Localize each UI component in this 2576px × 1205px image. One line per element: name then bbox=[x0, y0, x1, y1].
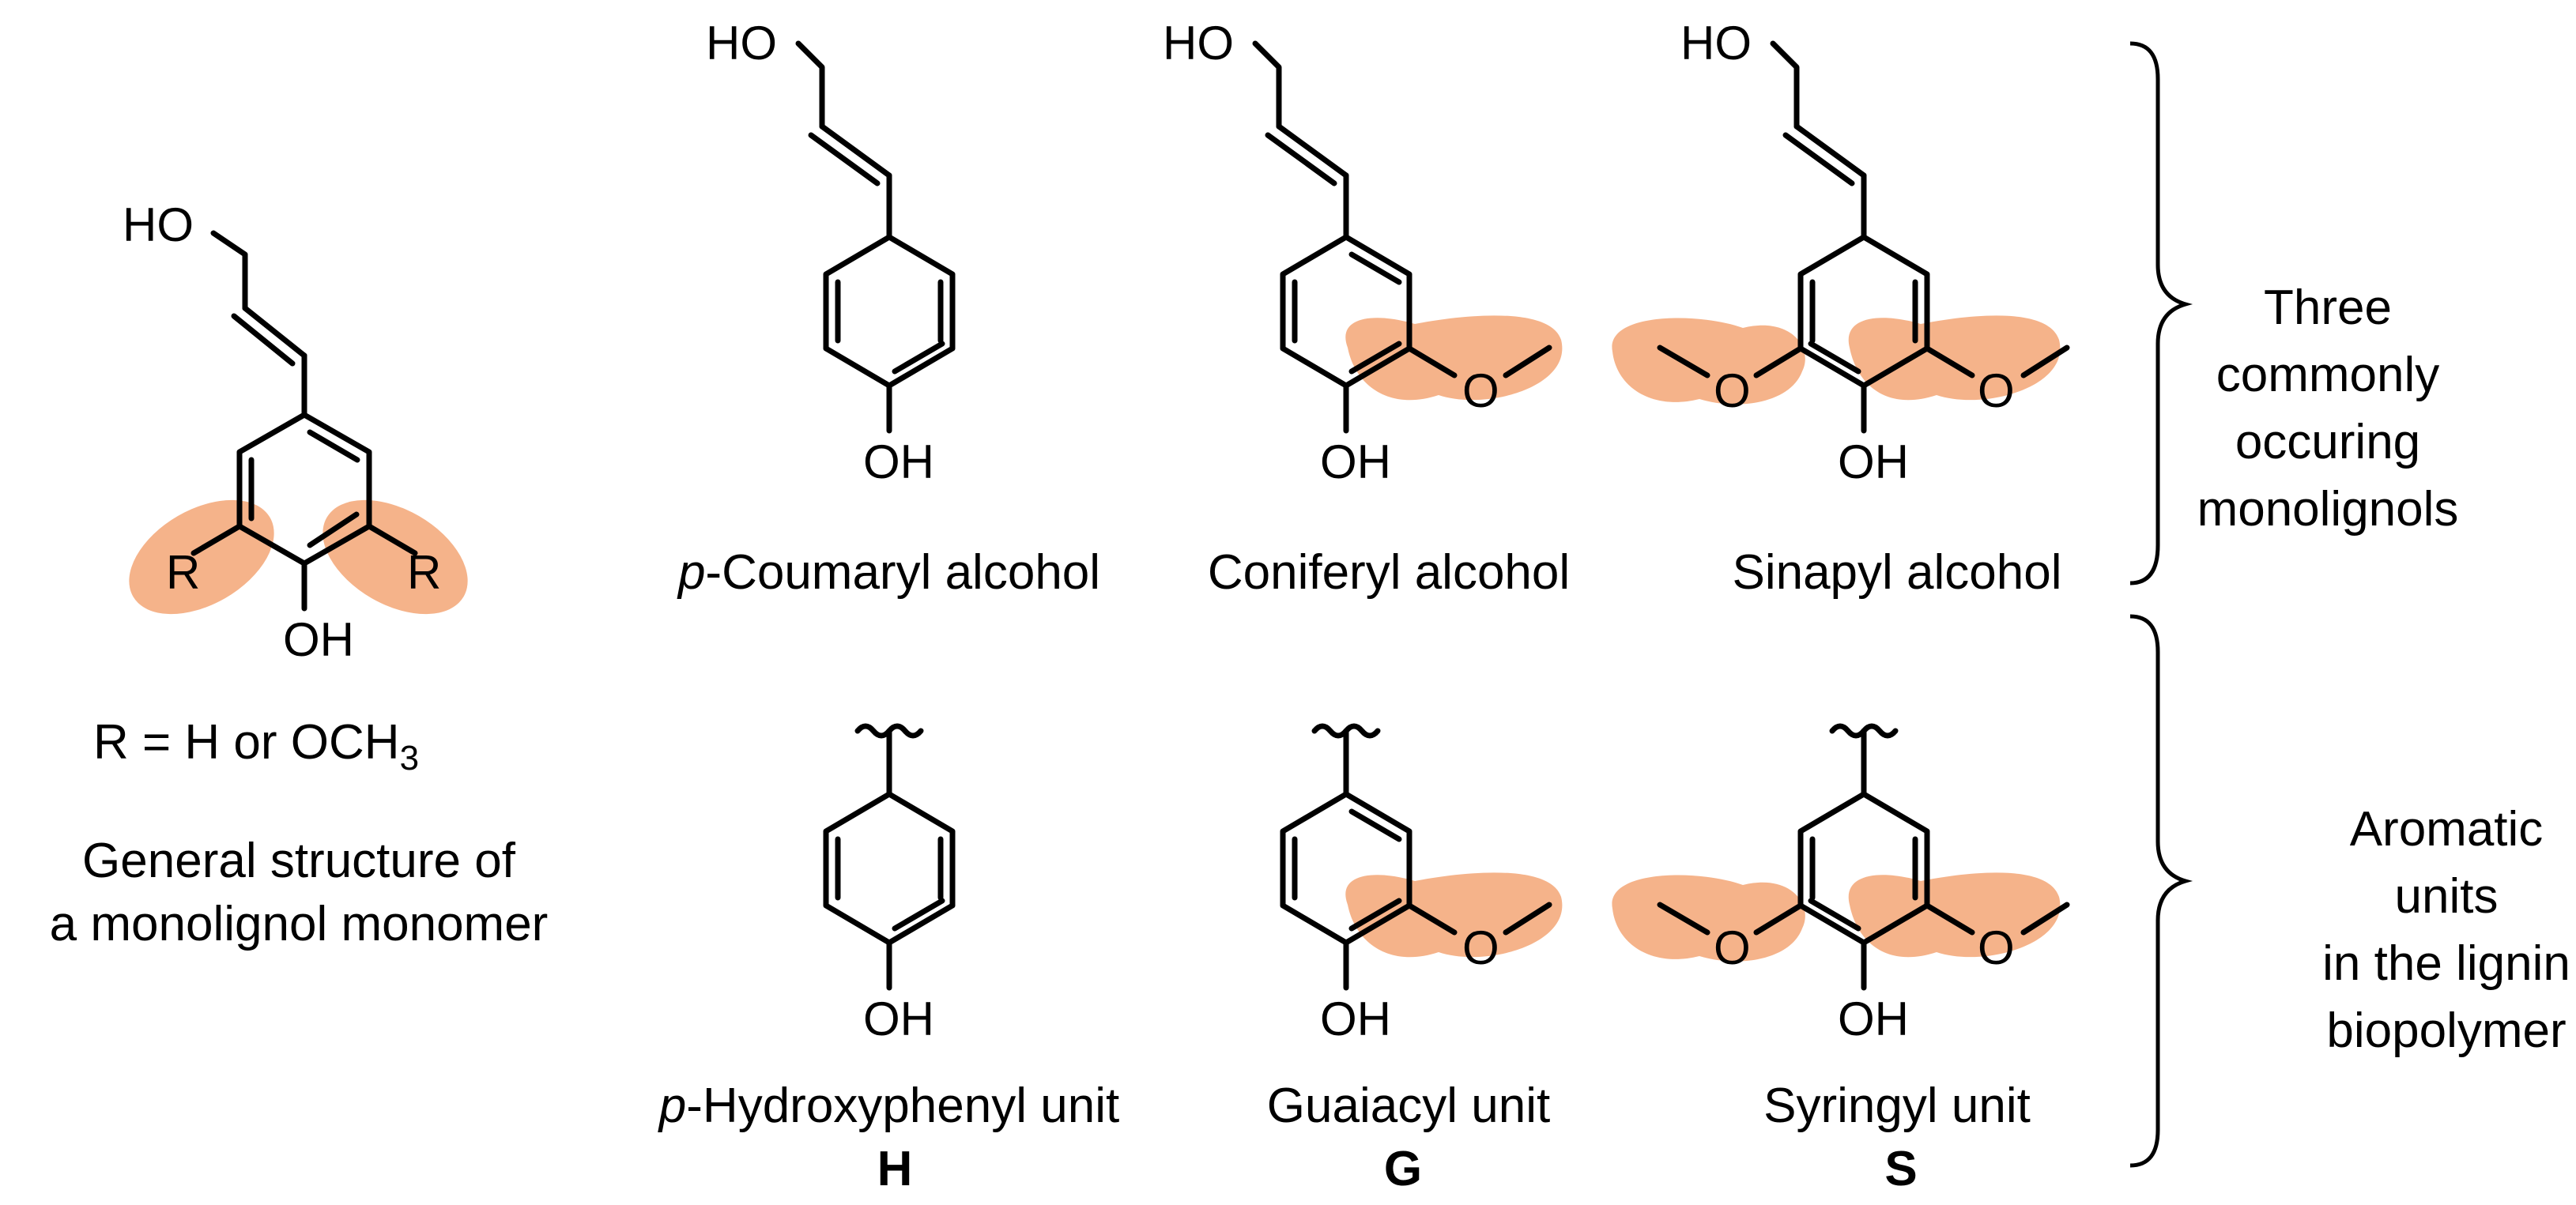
syringyl-unit: O O OH Syringyl unit S bbox=[1612, 723, 2070, 1196]
s-unit-methoxy-right-o: O bbox=[1978, 921, 2015, 974]
brace-bottom-label: Aromatic units in the lignin biopolymer bbox=[2322, 802, 2570, 1058]
s-unit-oh: OH bbox=[1838, 992, 1909, 1045]
sinapyl-methoxy-right-o: O bbox=[1978, 364, 2015, 417]
p-coumaryl-italic-p: p bbox=[677, 545, 705, 600]
brace-bottom-line2: units bbox=[2395, 869, 2499, 924]
coniferyl-bonds bbox=[1252, 40, 1552, 434]
sinapyl-methoxy-highlight-right bbox=[1848, 315, 2061, 401]
guaiacyl-methoxy-highlight bbox=[1345, 872, 1563, 958]
sinapyl-alcohol: HO O O OH Sinapyl alcohol bbox=[1612, 17, 2070, 600]
coniferyl-name: Coniferyl alcohol bbox=[1208, 545, 1570, 600]
h-unit-letter: H bbox=[877, 1142, 913, 1196]
coniferyl-methoxy-o: O bbox=[1462, 364, 1499, 417]
p-coumaryl-name: p-Coumaryl alcohol bbox=[677, 545, 1100, 600]
g-unit-name: Guaiacyl unit bbox=[1267, 1079, 1550, 1133]
s-unit-letter: S bbox=[1884, 1142, 1917, 1196]
s-unit-methoxy-left-o: O bbox=[1714, 921, 1751, 974]
s-unit-bonds bbox=[1657, 723, 2070, 991]
h-unit-name-rest: -Hydroxyphenyl unit bbox=[686, 1079, 1119, 1133]
sinapyl-methoxy-left-o: O bbox=[1714, 364, 1751, 417]
brace-bottom-line3: in the lignin bbox=[2322, 936, 2570, 991]
brace-bottom-line1: Aromatic bbox=[2350, 802, 2544, 857]
sinapyl-name: Sinapyl alcohol bbox=[1732, 545, 2061, 600]
r-definition-subscript: 3 bbox=[400, 739, 419, 778]
p-coumaryl-alcohol: HO OH p-Coumaryl alcohol bbox=[677, 17, 1100, 600]
g-unit-oh: OH bbox=[1320, 992, 1391, 1045]
guaiacyl-unit: O OH Guaiacyl unit G bbox=[1267, 723, 1563, 1196]
coniferyl-methoxy-highlight bbox=[1345, 315, 1563, 401]
syringyl-methoxy-highlight-left bbox=[1612, 875, 1805, 962]
general-bonds bbox=[190, 230, 418, 612]
r-definition: R = H or OCH3 bbox=[93, 715, 419, 778]
brace-top-line4: monolignols bbox=[2197, 482, 2459, 537]
h-unit-name: p-Hydroxyphenyl unit bbox=[658, 1079, 1119, 1133]
brace-top-line2: commonly bbox=[2216, 348, 2440, 402]
general-structure: HO R R OH R = H or OCH3 General structur… bbox=[50, 198, 549, 951]
sinapyl-methoxy-highlight-left bbox=[1612, 318, 1805, 405]
coniferyl-oh: OH bbox=[1320, 435, 1391, 488]
brace-top-line3: occuring bbox=[2235, 415, 2420, 469]
p-hydroxyphenyl-unit: OH p-Hydroxyphenyl unit H bbox=[658, 723, 1119, 1196]
general-oh: OH bbox=[283, 613, 354, 666]
sinapyl-bonds bbox=[1657, 40, 2070, 434]
r-definition-text: R = H or OCH bbox=[93, 715, 400, 770]
general-r-left: R bbox=[166, 546, 200, 599]
brace-bottom bbox=[2129, 614, 2193, 1168]
p-coumaryl-ho: HO bbox=[706, 17, 777, 70]
p-coumaryl-oh: OH bbox=[863, 435, 934, 488]
h-unit-italic-p: p bbox=[658, 1079, 686, 1133]
sinapyl-oh: OH bbox=[1838, 435, 1909, 488]
g-unit-bonds bbox=[1280, 723, 1552, 991]
g-unit-methoxy-o: O bbox=[1462, 921, 1499, 974]
h-unit-oh: OH bbox=[863, 992, 934, 1045]
brace-bottom-line4: biopolymer bbox=[2326, 1004, 2566, 1058]
brace-top-label: Three commonly occuring monolignols bbox=[2197, 281, 2459, 537]
general-caption-line2: a monolignol monomer bbox=[50, 897, 549, 951]
general-caption-line1: General structure of bbox=[82, 834, 516, 888]
brace-top bbox=[2129, 41, 2193, 586]
syringyl-methoxy-highlight-right bbox=[1848, 872, 2061, 958]
brace-top-line1: Three bbox=[2264, 281, 2392, 335]
general-r-right: R bbox=[407, 546, 441, 599]
p-coumaryl-bonds bbox=[795, 40, 956, 434]
r-highlight-right bbox=[322, 499, 468, 615]
coniferyl-ho: HO bbox=[1163, 17, 1234, 70]
coniferyl-alcohol: HO O OH Coniferyl alcohol bbox=[1163, 17, 1570, 600]
s-unit-name: Syringyl unit bbox=[1763, 1079, 2031, 1133]
general-ho: HO bbox=[123, 198, 194, 251]
r-highlight-left bbox=[129, 499, 274, 615]
h-unit-bonds bbox=[823, 723, 956, 991]
g-unit-letter: G bbox=[1384, 1142, 1422, 1196]
p-coumaryl-name-rest: -Coumaryl alcohol bbox=[705, 545, 1100, 600]
sinapyl-ho: HO bbox=[1680, 17, 1752, 70]
